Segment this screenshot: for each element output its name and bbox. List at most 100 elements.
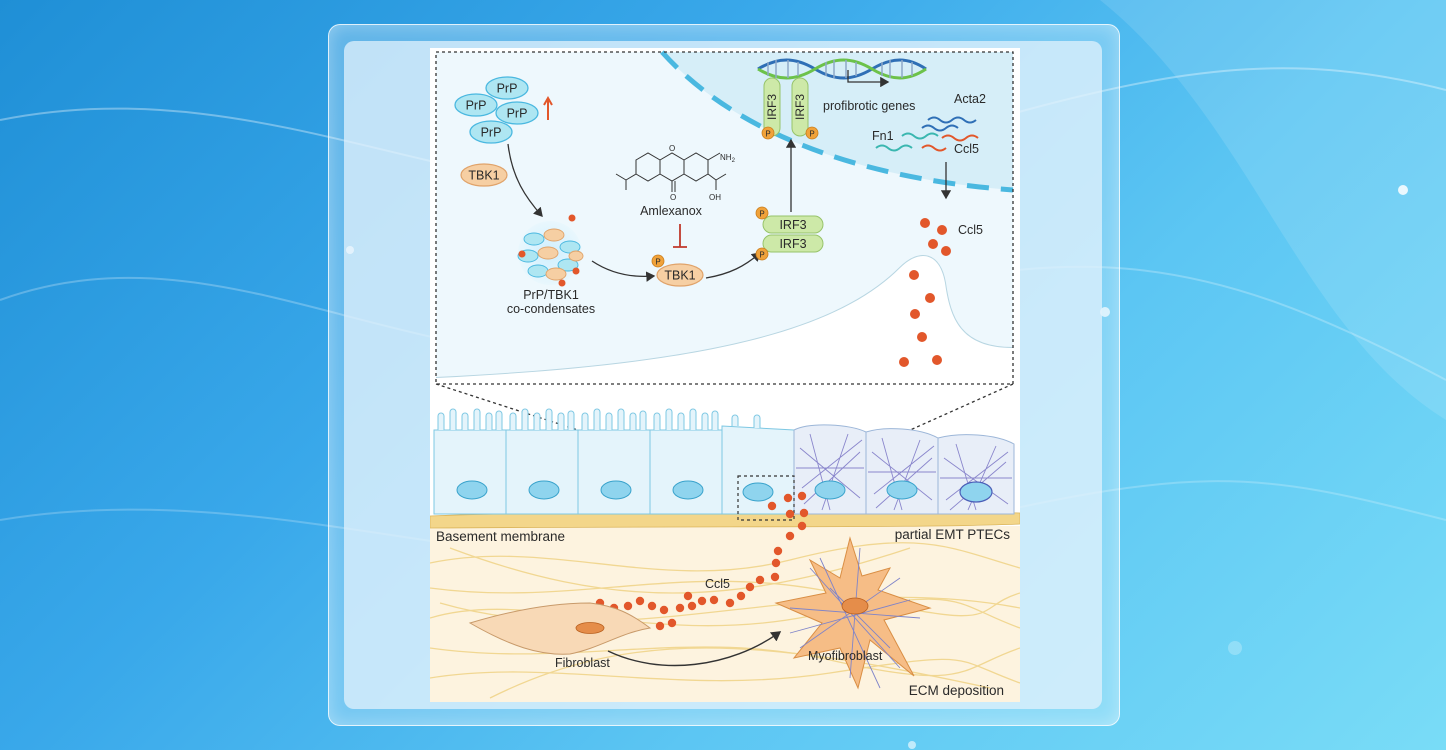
- sparkle-dot: [1228, 641, 1242, 655]
- prp-blob: [485, 76, 529, 100]
- basement-membrane-label: Basement membrane: [436, 529, 565, 544]
- phospho-label: P: [759, 251, 764, 260]
- amlexanox-structure-icon: [615, 152, 727, 192]
- fibroblast-label: Fibroblast: [555, 656, 610, 670]
- gene-fn1-label: Fn1: [872, 129, 894, 143]
- phospho-icon: [761, 126, 775, 140]
- oh-label: OH: [709, 193, 721, 202]
- irf3-label: IRF3: [779, 237, 806, 251]
- profibrotic-genes-label: profibrotic genes: [823, 99, 915, 113]
- mrna-fn1-icon: [875, 144, 913, 152]
- mrna-ccl5-icon: [941, 134, 979, 142]
- gene-acta2-label: Acta2: [954, 92, 986, 106]
- myofibroblast-nucleus: [841, 597, 869, 615]
- fibroblast-cell: [468, 602, 652, 655]
- phospho-icon: [755, 247, 769, 261]
- prp-label: PrP: [507, 107, 528, 121]
- gene-ccl5-label: Ccl5: [954, 142, 979, 156]
- phospho-icon: [805, 126, 819, 140]
- mrna-acta2-icon: [927, 116, 977, 124]
- phospho-label: P: [765, 130, 770, 139]
- irf3-protein: [762, 234, 824, 253]
- prp-label: PrP: [466, 99, 487, 113]
- ecm-deposition-label: ECM deposition: [909, 683, 1004, 698]
- prp-cluster: PrP PrP PrP PrP: [454, 76, 553, 144]
- irf3-bound-label: IRF3: [793, 94, 807, 120]
- cell-nucleus: [528, 480, 560, 500]
- mrna-fn1-icon: [901, 132, 939, 140]
- transcription-arrow-icon: [847, 70, 890, 88]
- condensate-label-line1: PrP/TBK1: [523, 288, 579, 302]
- ptbk1-label: TBK1: [664, 269, 695, 283]
- phospho-label: P: [655, 258, 660, 267]
- tbk1-label: TBK1: [468, 169, 499, 183]
- nucleus: [662, 52, 1013, 190]
- sparkle-dot: [1398, 185, 1408, 195]
- prp-blob: [495, 101, 539, 125]
- cell-membrane: [435, 255, 1014, 379]
- drug-label: Amlexanox: [640, 204, 703, 218]
- phospho-icon: [651, 254, 665, 268]
- epithelial-cells: [433, 408, 1015, 515]
- zoom-panel-border: [435, 51, 1014, 385]
- irf3-bound-label: IRF3: [765, 94, 779, 120]
- epithelial-cell: [721, 414, 795, 515]
- graphical-abstract: PrP PrP PrP PrP TBK1: [430, 48, 1020, 702]
- zoom-box: [737, 475, 795, 521]
- inhibition-bar-icon: [673, 224, 687, 248]
- dna-helix-icon: [757, 58, 927, 80]
- cell-nucleus: [672, 480, 704, 500]
- partial-emt-cell: [865, 428, 939, 515]
- nuclear-envelope: [660, 50, 1014, 193]
- o-label: O: [670, 193, 676, 202]
- arrow-to-condensate: [507, 143, 543, 217]
- mrna-ccl5-icon: [921, 144, 947, 152]
- cell-nucleus: [959, 481, 993, 503]
- prp-tbk1-condensate: [517, 214, 584, 287]
- partial-emt-cell: [937, 434, 1015, 515]
- differentiation-arrow: [607, 631, 782, 667]
- zoom-panel: PrP PrP PrP PrP TBK1: [435, 50, 1014, 385]
- partial-emt-label: partial EMT PTECs: [895, 527, 1011, 542]
- irf3-label: IRF3: [779, 218, 806, 232]
- myofibroblast-cell: [774, 536, 932, 690]
- o-top-label: O: [669, 144, 675, 153]
- epithelial-cell: [433, 408, 507, 515]
- fibroblast-nucleus: [575, 622, 605, 634]
- irf3-bound-protein: [791, 77, 809, 137]
- upregulation-arrow-icon: [543, 95, 553, 120]
- sparkle-dot: [908, 741, 916, 749]
- secreted-ccl5-label: Ccl5: [958, 223, 983, 237]
- cell-nucleus: [886, 480, 918, 500]
- myofibroblast-label: Myofibroblast: [808, 649, 883, 663]
- extracellular-space: [436, 256, 1013, 384]
- prp-label: PrP: [481, 126, 502, 140]
- cell-nucleus: [456, 480, 488, 500]
- background-glow: [1100, 0, 1446, 420]
- cell-nucleus: [814, 480, 846, 500]
- nh2-label: NH2: [720, 153, 736, 164]
- tissue-panel: Ccl5 Fibroblast Myofibroblast Basement m…: [430, 408, 1020, 702]
- prp-blob: [469, 120, 513, 144]
- mrna-acta2-icon: [921, 124, 959, 132]
- ptbk1-protein: [656, 263, 704, 287]
- epithelial-cell: [649, 408, 723, 515]
- ccl5-trail-dots: [595, 491, 809, 631]
- prp-blob: [454, 93, 498, 117]
- epithelial-cell: [577, 408, 651, 515]
- basement-membrane: [430, 512, 1020, 529]
- phospho-label: P: [809, 130, 814, 139]
- condensate-label-line2: co-condensates: [507, 302, 595, 316]
- partial-emt-cell: [793, 424, 867, 515]
- sparkle-dot: [1100, 307, 1110, 317]
- phospho-icon: [755, 206, 769, 220]
- secreted-ccl5-dots: [899, 218, 951, 367]
- epithelial-cell: [505, 408, 579, 515]
- tbk1-protein: [460, 163, 508, 187]
- tissue-ccl5-label: Ccl5: [705, 577, 730, 591]
- prp-label: PrP: [497, 82, 518, 96]
- cell-nucleus: [742, 482, 774, 502]
- phospho-label: P: [759, 210, 764, 219]
- irf3-protein: [762, 215, 824, 234]
- cell-nucleus: [600, 480, 632, 500]
